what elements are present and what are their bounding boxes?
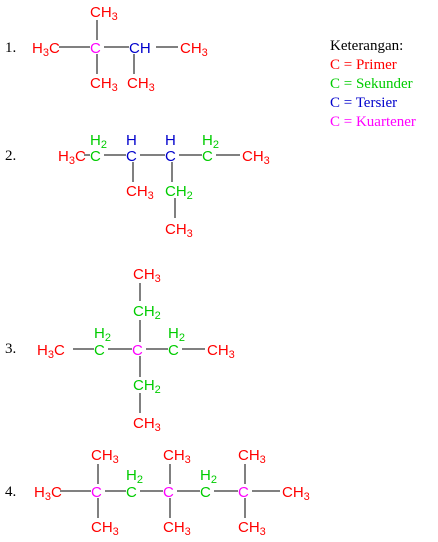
- legend-item-tersier: C = Tersier: [330, 95, 397, 111]
- svg-text:C: C: [238, 484, 249, 501]
- legend-item-kuartener: C = Kuartener: [330, 114, 416, 130]
- svg-text:CH3: CH3: [180, 40, 208, 59]
- molecule-4-label: 4.: [5, 484, 16, 500]
- svg-text:CH3: CH3: [90, 75, 118, 94]
- svg-text:C: C: [90, 40, 101, 57]
- svg-text:H3C: H3C: [32, 40, 60, 59]
- svg-text:H3C: H3C: [34, 484, 62, 503]
- svg-text:CH3: CH3: [133, 266, 161, 285]
- svg-text:C: C: [163, 484, 174, 501]
- svg-text:CH2: CH2: [165, 183, 193, 202]
- svg-text:CH3: CH3: [282, 484, 310, 503]
- legend-item-sekunder: C = Sekunder: [330, 76, 413, 92]
- svg-text:C: C: [202, 148, 213, 165]
- svg-text:C: C: [168, 342, 179, 359]
- molecule-2: H3C H2 C H C H C H2 C CH3 CH3 CH2 CH3: [58, 132, 270, 240]
- svg-text:C: C: [200, 484, 211, 501]
- svg-text:CH2: CH2: [133, 303, 161, 322]
- svg-text:CH3: CH3: [163, 519, 191, 538]
- svg-text:CH3: CH3: [165, 221, 193, 240]
- svg-text:C: C: [126, 484, 137, 501]
- molecule-2-label: 2.: [5, 148, 16, 164]
- svg-text:CH3: CH3: [91, 447, 119, 466]
- svg-text:C: C: [90, 148, 101, 165]
- svg-text:CH3: CH3: [163, 447, 191, 466]
- svg-text:CH3: CH3: [127, 75, 155, 94]
- svg-text:CH3: CH3: [126, 183, 154, 202]
- legend-item-primer: C = Primer: [330, 57, 397, 73]
- svg-text:CH3: CH3: [242, 148, 270, 167]
- svg-text:CH2: CH2: [133, 377, 161, 396]
- svg-text:CH3: CH3: [238, 519, 266, 538]
- svg-text:C: C: [165, 148, 176, 165]
- molecule-3: H3C H2 C C H2 C CH3 CH3 CH2 CH2 CH3: [37, 266, 235, 434]
- svg-text:H: H: [126, 132, 137, 149]
- svg-text:H3C: H3C: [37, 342, 65, 361]
- molecule-1-label: 1.: [5, 40, 16, 56]
- legend: Keterangan: C = Primer C = Sekunder C = …: [330, 38, 416, 130]
- svg-text:CH3: CH3: [90, 4, 118, 23]
- molecule-3-label: 3.: [5, 341, 16, 357]
- molecule-4: H3C C H2 C C H2 C C CH3 CH3 CH3 CH3 CH3 …: [34, 447, 310, 538]
- svg-text:C: C: [132, 342, 143, 359]
- svg-text:C: C: [91, 484, 102, 501]
- svg-text:CH3: CH3: [207, 342, 235, 361]
- svg-text:H3C: H3C: [58, 148, 86, 167]
- svg-text:CH3: CH3: [91, 519, 119, 538]
- legend-title: Keterangan:: [330, 38, 403, 54]
- svg-text:CH: CH: [129, 40, 151, 57]
- svg-text:C: C: [126, 148, 137, 165]
- svg-text:CH3: CH3: [238, 447, 266, 466]
- svg-text:H: H: [165, 132, 176, 149]
- svg-text:C: C: [94, 342, 105, 359]
- molecule-1: H3C C CH CH3 CH3 CH3 CH3: [32, 4, 208, 94]
- svg-text:CH3: CH3: [133, 415, 161, 434]
